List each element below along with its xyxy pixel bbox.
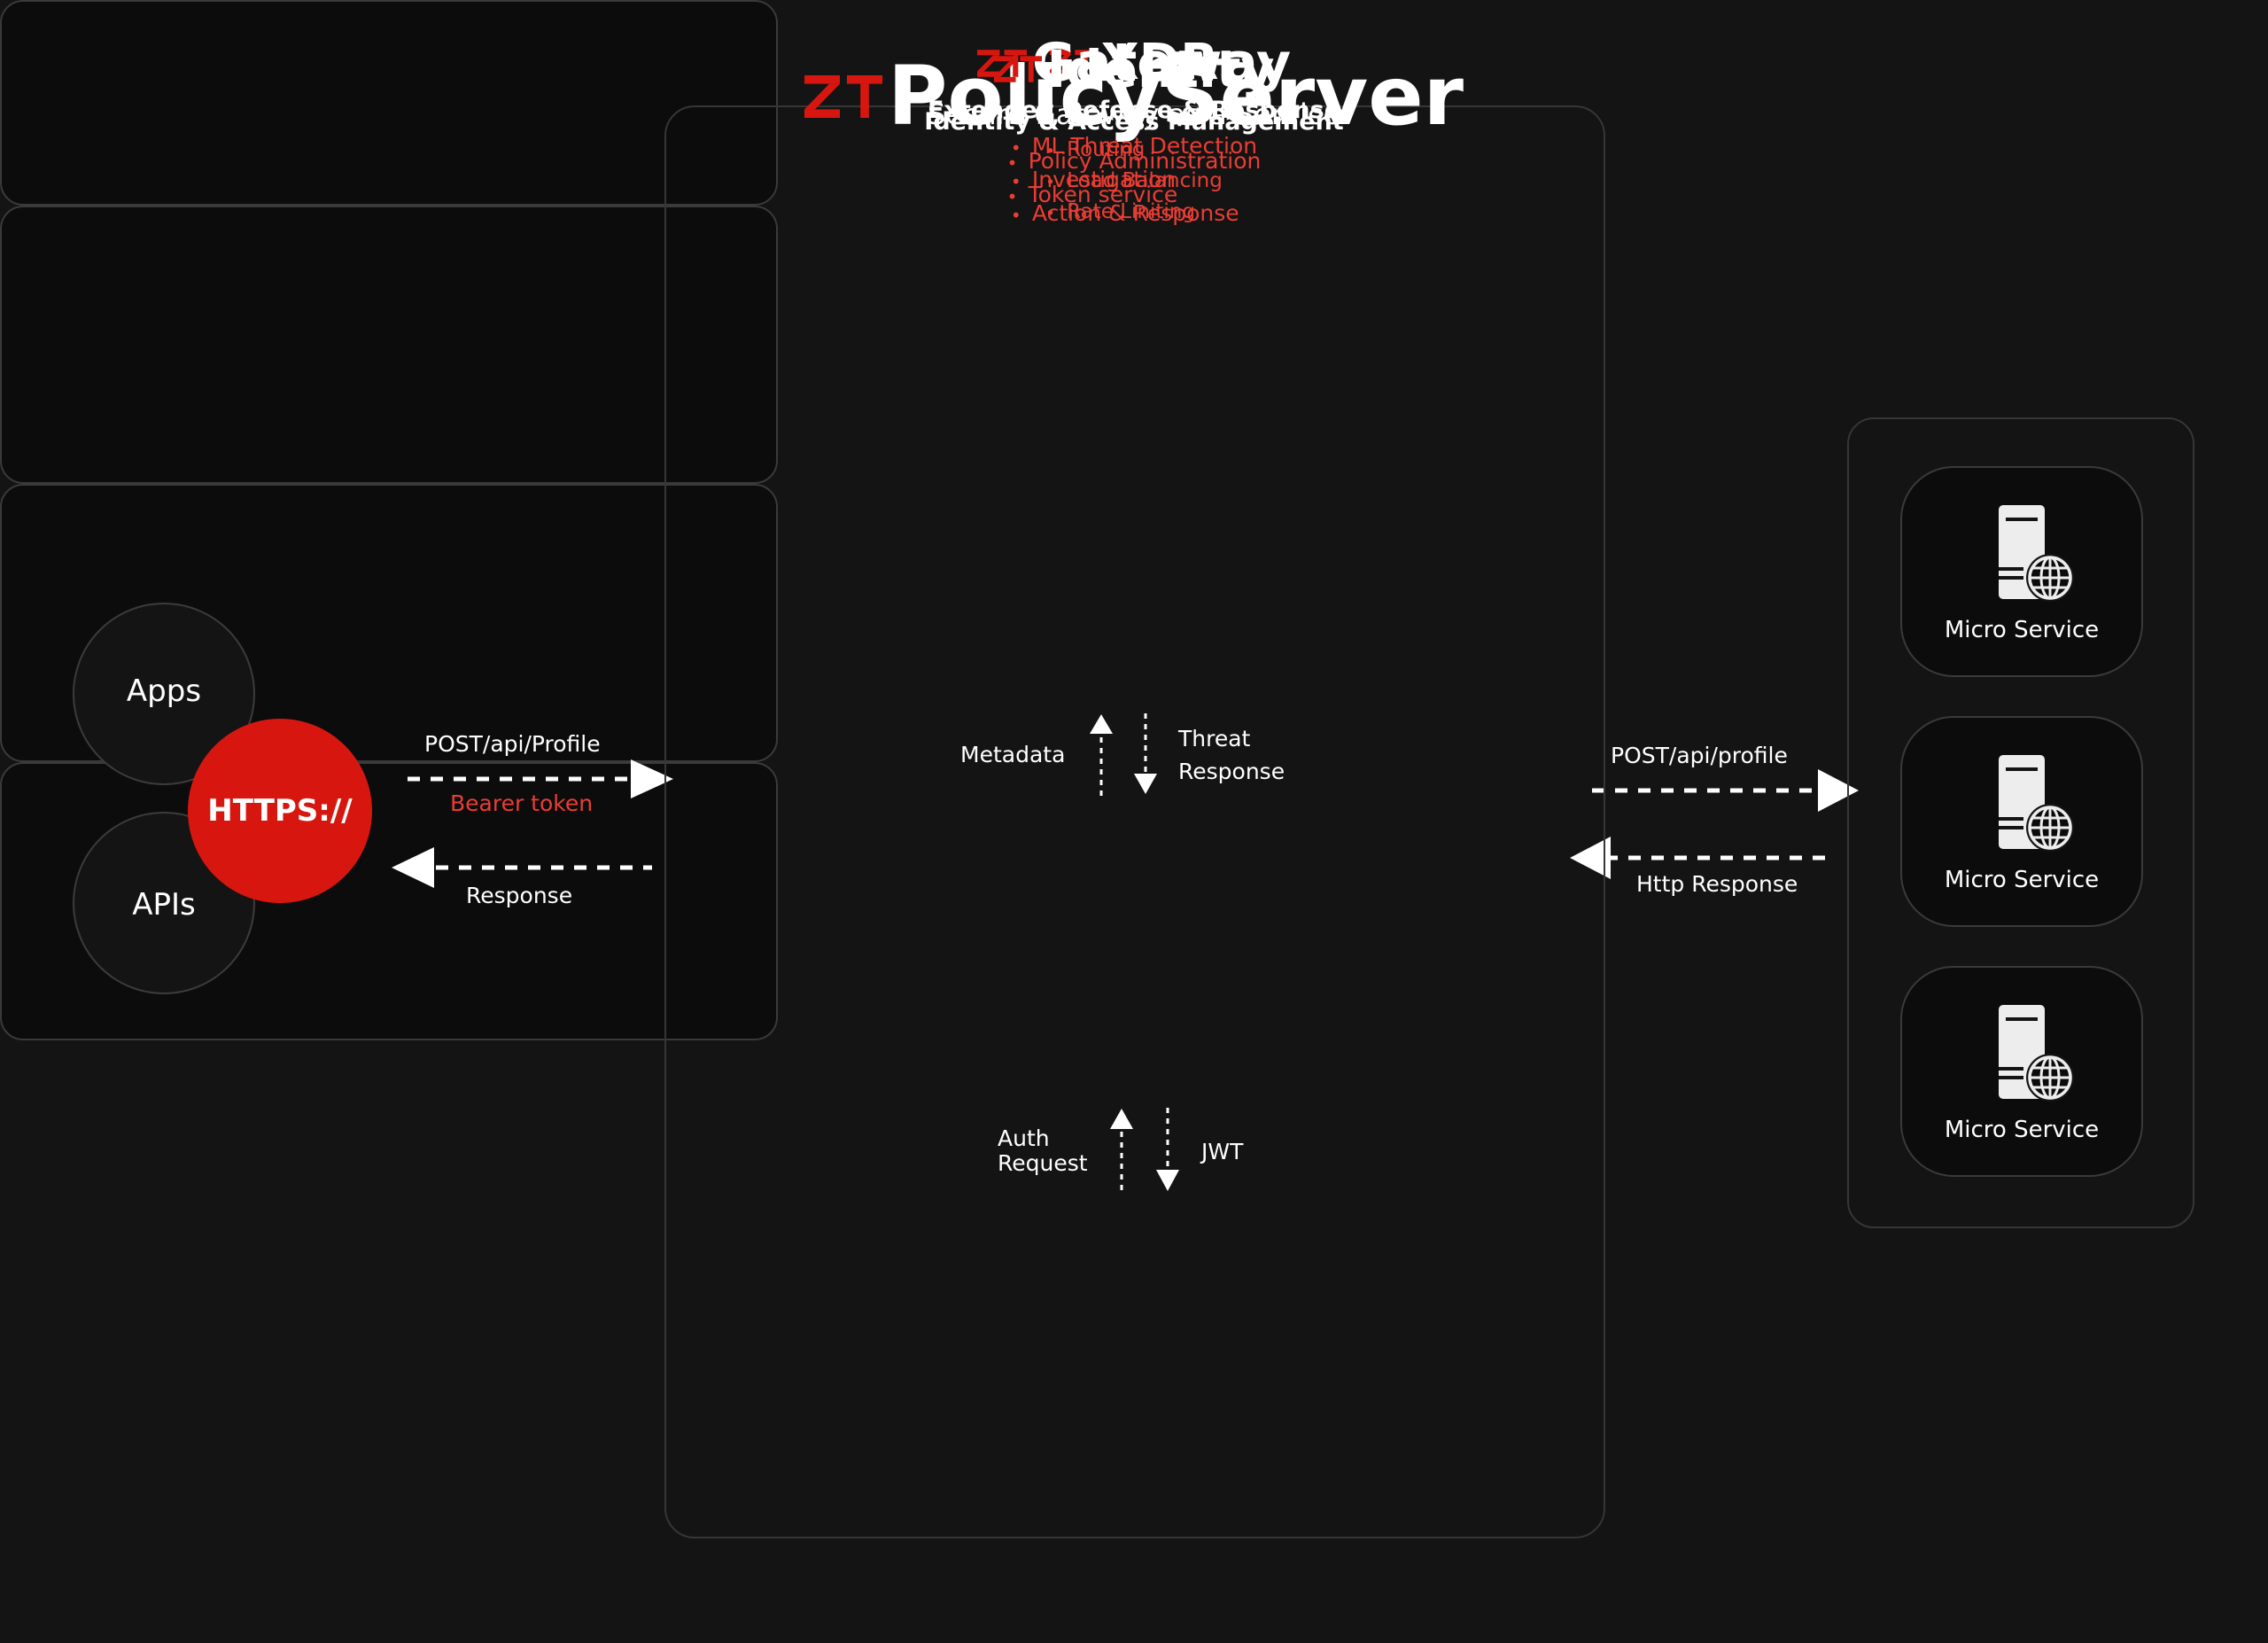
list-item: Policy Administration [1007, 144, 1262, 180]
threat-label: Threat [1178, 726, 1251, 751]
metadata-label: Metadata [960, 742, 1066, 767]
service-response-label: Http Response [1636, 871, 1798, 897]
zt-logo-icon [1049, 50, 1096, 75]
micro-service-card: Micro Service [1900, 966, 2143, 1177]
threat-response-label: Response [1178, 759, 1285, 784]
service-response-arrowhead [1570, 837, 1611, 879]
server-globe-icon [1999, 1005, 2074, 1102]
list-item: Token service [1007, 178, 1262, 214]
jwt-arrowhead [1156, 1170, 1179, 1191]
bearer-token-label: Bearer token [450, 790, 594, 816]
auth-label: Auth [998, 1125, 1050, 1151]
apps-label: Apps [126, 674, 202, 709]
xdr-title: XDR [0, 34, 2268, 91]
server-globe-icon [1999, 505, 2074, 602]
xdr-subtitle: Extended Defense & Response [927, 97, 1341, 124]
xdr-card: XDR Extended Defense & Response ML Threa… [0, 34, 1340, 484]
xdr-title-text: XDR [1100, 34, 1219, 91]
identity-card: Identity Identity & Access Management Po… [0, 39, 1344, 1040]
micro-service-label: Micro Service [1944, 1117, 2100, 1143]
client-request-label: POST/api/Profile [424, 731, 601, 757]
auth-request-arrowhead [1110, 1109, 1133, 1129]
gateway-title: Gateway [0, 32, 2268, 94]
https-label: HTTPS:// [207, 793, 353, 829]
identity-feature-list: Policy Administration Token service [1007, 144, 1262, 214]
micro-service-label: Micro Service [1944, 867, 2100, 893]
micro-service-card: Micro Service [1900, 466, 2143, 677]
micro-service-card: Micro Service [1900, 716, 2143, 927]
apis-circle: APIs [73, 812, 255, 994]
auth-request-label: Request [998, 1150, 1088, 1176]
metadata-arrowhead [1090, 714, 1113, 734]
service-request-arrowhead [1818, 769, 1859, 812]
identity-title-text: Identity [1046, 39, 1275, 99]
micro-service-label: Micro Service [1944, 617, 2100, 643]
client-response-label: Response [466, 883, 573, 908]
policy-server-card: PolicyServer [0, 0, 1464, 206]
apis-label: APIs [132, 887, 196, 923]
threat-response-arrowhead [1134, 774, 1157, 794]
server-globe-icon [1999, 755, 2074, 852]
services-frame [1847, 417, 2194, 1228]
identity-subtitle: Identity & Access Management [924, 108, 1344, 136]
policy-server-title: PolicyServer [0, 49, 2268, 144]
client-response-arrowhead [392, 847, 434, 888]
zt-logo-icon [993, 56, 1042, 82]
client-request-arrowhead [631, 759, 673, 798]
zt-logo-icon [804, 74, 882, 118]
gateway-title-text: Gateway [1031, 32, 1292, 94]
platform-frame [664, 105, 1605, 1538]
https-circle: HTTPS:// [188, 719, 372, 903]
identity-title: Identity [0, 39, 2268, 99]
jwt-label: JWT [1201, 1139, 1244, 1164]
service-request-label: POST/api/profile [1611, 743, 1788, 768]
gateway-subtitle: Secure Gateway as a Service [927, 97, 1341, 131]
